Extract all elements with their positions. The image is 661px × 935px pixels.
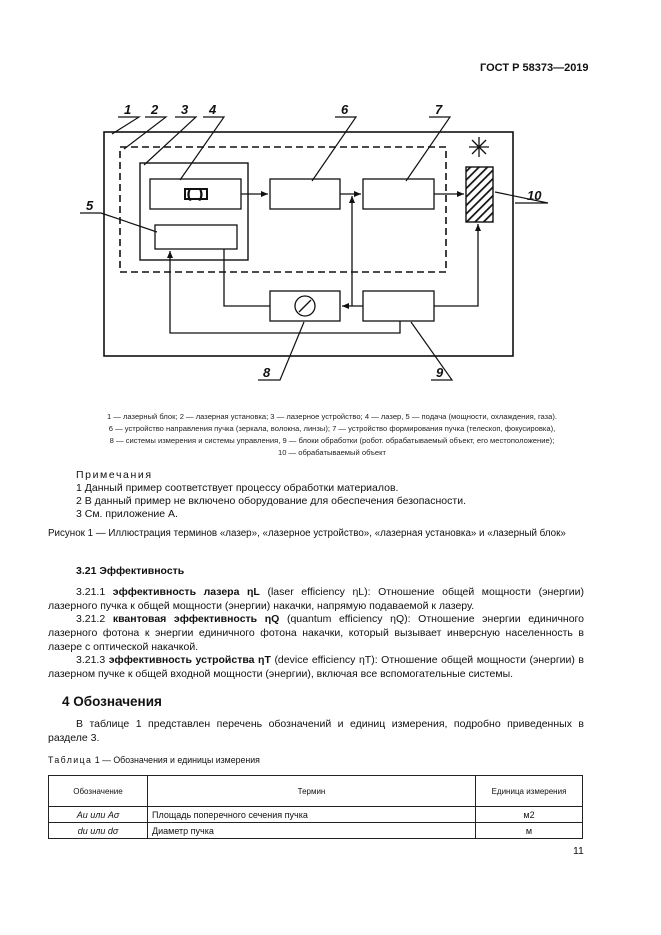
table-cell-symbol: du или dσ — [48, 822, 148, 839]
term-definition: (quantum efficiency ηQ): Отношение энерг… — [48, 613, 585, 653]
diagram-label-2: 2 — [150, 102, 159, 117]
table-row: Au или Aσ Площадь поперечного сечения пу… — [48, 806, 583, 823]
table-row: du или dσ Диаметр пучка м — [48, 822, 583, 839]
section-heading-4: 4 Обозначения — [62, 694, 162, 709]
diagram-label-4: 4 — [208, 102, 217, 117]
legend-line: 1 — лазерный блок; 2 — лазерная установк… — [106, 412, 558, 421]
term-definition: (laser efficiency ηL): Отношение общей м… — [48, 586, 585, 612]
column-header: Термин — [147, 775, 476, 807]
table-cell-symbol: Au или Aσ — [48, 806, 148, 823]
diagram-label-1: 1 — [124, 102, 131, 117]
note-3: 3 См. приложение А. — [76, 508, 178, 520]
diagram-label-3: 3 — [181, 102, 189, 117]
term: эффективность лазера ηL — [112, 586, 260, 598]
figure-legend: 1 — лазерный блок; 2 — лазерная установк… — [52, 411, 612, 459]
table-cell-unit: м2 — [475, 806, 583, 823]
page-number: 11 — [573, 845, 584, 857]
laser-device-box — [139, 162, 249, 261]
laser-block-frame — [103, 131, 514, 357]
table-caption-prefix: Таблица — [48, 755, 93, 765]
table-header-row: Обозначение Термин Единица измерения — [48, 775, 583, 807]
beam-delivery-box — [269, 178, 341, 210]
legend-line: 8 — системы измерения и системы управлен… — [109, 436, 555, 445]
paragraph-3-21-3: 3.21.3 эффективность устройства ηT (devi… — [48, 653, 584, 681]
diagram-label-10: 10 — [527, 188, 542, 203]
paragraph-3-21-1: 3.21.1 эффективность лазера ηL (laser ef… — [48, 585, 584, 613]
legend-line: 10 — обрабатываемый объект — [277, 448, 387, 457]
diagram-label-6: 6 — [341, 102, 349, 117]
table-cell-unit: м — [475, 822, 583, 839]
table-cell-term: Диаметр пучка — [147, 822, 476, 839]
section-4-intro: В таблице 1 представлен перечень обознач… — [48, 717, 584, 745]
legend-line: 6 — устройство направления пучка (зеркал… — [108, 424, 556, 433]
note-1: 1 Данный пример соответствует процессу о… — [76, 482, 399, 494]
term-number: 3.21.1 — [76, 586, 106, 598]
table-caption: Таблица 1 — Обозначения и единицы измере… — [48, 755, 260, 765]
workpiece — [465, 166, 494, 223]
column-header: Обозначение — [48, 775, 148, 807]
term: квантовая эффективность ηQ — [112, 613, 280, 625]
beam-shaping-box — [362, 178, 435, 210]
term-definition: (device efficiency ηT): Отношение общей … — [48, 654, 585, 680]
table-caption-text: 1 — Обозначения и единицы измерения — [94, 755, 260, 765]
diagram-label-9: 9 — [436, 365, 444, 380]
standard-code: ГОСТ Р 58373—2019 — [480, 62, 589, 74]
symbols-table: Обозначение Термин Единица измерения Au … — [48, 775, 583, 839]
laser-system-diagram: ( ) 1 2 3 4 — [80, 102, 549, 381]
section-4-intro-text: В таблице 1 представлен перечень обознач… — [48, 718, 584, 744]
term-number: 3.21.3 — [76, 654, 106, 666]
table-cell-term: Площадь поперечного сечения пучка — [147, 806, 476, 823]
laser-installation-frame — [119, 146, 447, 273]
section-heading-3-21: 3.21 Эффективность — [76, 565, 185, 577]
notes-title: Примечания — [76, 469, 153, 481]
processing-box — [362, 290, 435, 322]
term: эффективность устройства ηT — [108, 654, 271, 666]
note-2: 2 В данный пример не включено оборудован… — [76, 495, 466, 507]
term-number: 3.21.2 — [76, 613, 106, 625]
diagram-label-8: 8 — [263, 365, 271, 380]
figure-caption: Рисунок 1 — Иллюстрация терминов «лазер»… — [48, 528, 566, 539]
paragraph-3-21-2: 3.21.2 квантовая эффективность ηQ (quant… — [48, 612, 584, 654]
column-header: Единица измерения — [475, 775, 583, 807]
diagram-label-5: 5 — [86, 198, 94, 213]
supply-box — [154, 224, 238, 250]
spark-icon — [469, 137, 489, 157]
diagram-label-7: 7 — [435, 102, 443, 117]
